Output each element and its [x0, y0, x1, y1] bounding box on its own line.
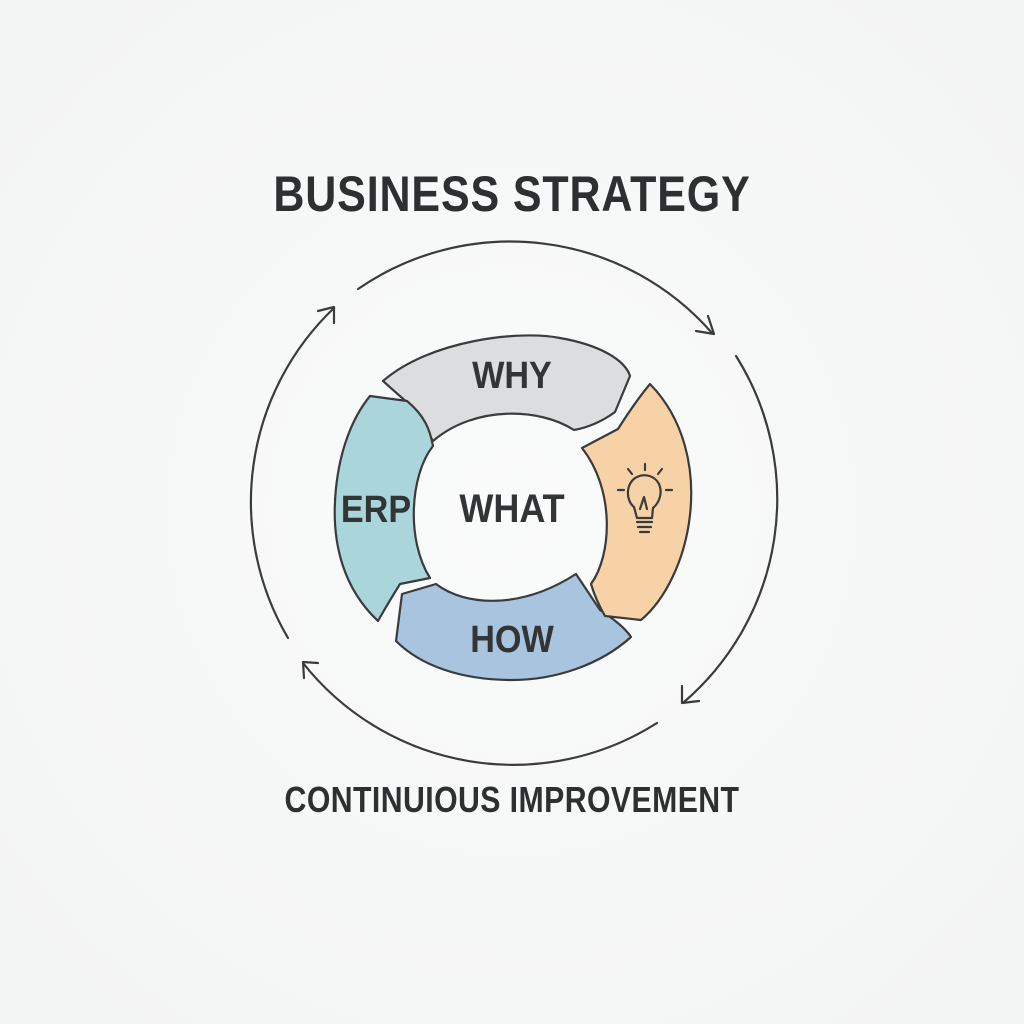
segment-why [381, 334, 632, 443]
ring-segments [333, 334, 693, 682]
cycle-arc-right [682, 354, 779, 704]
cycle-arc-top [356, 240, 714, 335]
outer-cycle [249, 240, 779, 766]
segment-erp-label: ERP [341, 487, 411, 530]
center-what-label: WHAT [459, 487, 564, 531]
diagram-footer: CONTINUIOUS IMPROVEMENT [284, 779, 740, 820]
cycle-arrowhead-top-left [316, 305, 336, 325]
cycle-arc-bottom [301, 661, 659, 766]
diagram-title: BUSINESS STRATEGY [273, 166, 751, 222]
lightbulb-icon [616, 462, 674, 534]
cycle-arc-left [249, 306, 336, 640]
cycle-arrowhead-bottom-right [680, 684, 701, 705]
segment-erp [333, 394, 435, 623]
segment-how-label: HOW [470, 617, 554, 660]
cycle-arrowhead-bottom-left [301, 660, 320, 680]
segment-how [394, 572, 633, 682]
cycle-arrowhead-top-right [694, 314, 716, 336]
segment-why-label: WHY [472, 353, 552, 396]
segment-idea [580, 382, 693, 622]
